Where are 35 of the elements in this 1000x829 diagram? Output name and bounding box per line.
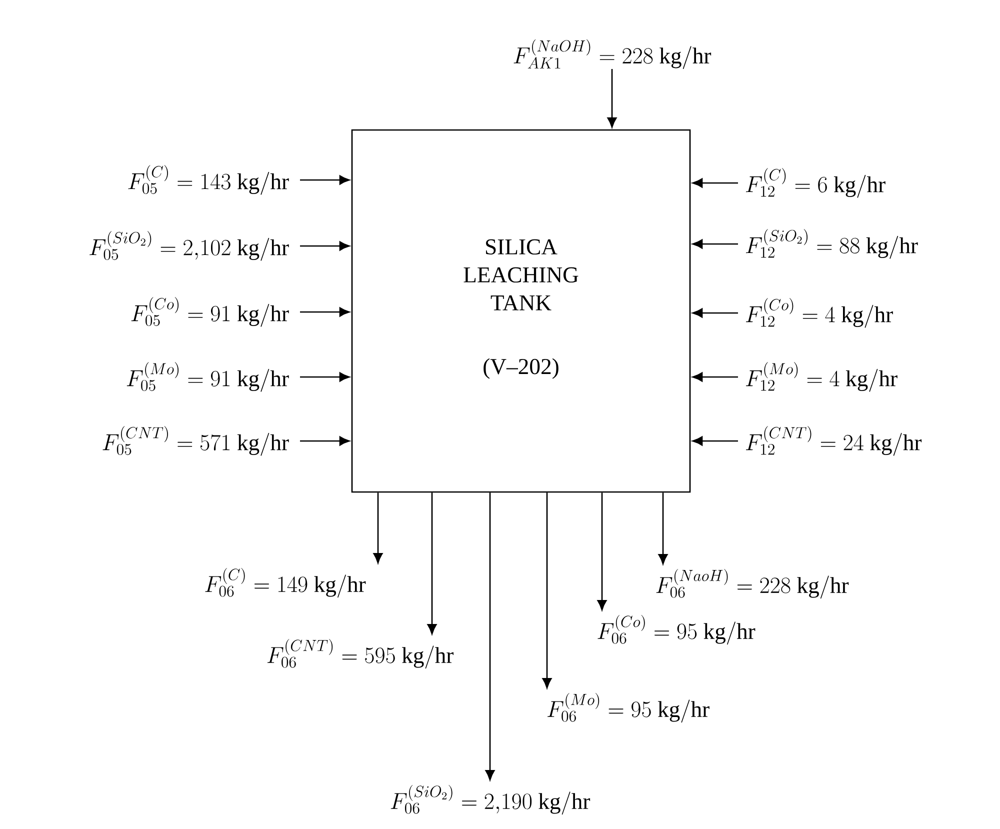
arrow: [373, 492, 383, 564]
arrow: [300, 175, 350, 185]
stream-label: $F_{12}^{(C)} = 6\ \mathrm{kg/hr}$: [746, 168, 886, 198]
arrow: [692, 308, 738, 318]
stream-label: $F_{06}^{(SiO_2)} = 2{,}190\ \mathrm{kg/hr}$: [390, 784, 590, 815]
arrow: [300, 307, 350, 317]
arrow: [692, 436, 738, 446]
arrow: [485, 492, 495, 780]
arrow: [607, 69, 617, 128]
stream-label: $F_{06}^{(C)} = 149\ \mathrm{kg/hr}$: [205, 568, 366, 598]
tank-box: SILICA LEACHING TANK (V–202): [351, 129, 691, 493]
arrow: [692, 239, 738, 249]
arrow: [427, 492, 437, 634]
arrow: [300, 372, 350, 382]
stream-label: $F_{06}^{(NaoH)} = 228\ \mathrm{kg/hr}$: [656, 568, 849, 599]
stream-label: $F_{05}^{(C)} = 143\ \mathrm{kg/hr}$: [128, 165, 289, 195]
stream-label: $F_{12}^{(CNT)} = 24\ \mathrm{kg/hr}$: [746, 426, 922, 456]
arrow: [692, 178, 738, 188]
arrow: [658, 492, 668, 564]
stream-label: $F_{12}^{(SiO_2)} = 88\ \mathrm{kg/hr}$: [746, 229, 918, 259]
stream-label: $F_{06}^{(CNT)} = 595\ \mathrm{kg/hr}$: [267, 638, 454, 669]
stream-label: $F_{05}^{(Mo)} = 91\ \mathrm{kg/hr}$: [126, 362, 289, 392]
stream-label: $F_{12}^{(Co)} = 4\ \mathrm{kg/hr}$: [746, 298, 893, 328]
stream-label: $F_{05}^{(Co)} = 91\ \mathrm{kg/hr}$: [131, 297, 289, 327]
arrow: [300, 241, 350, 251]
arrow: [300, 436, 350, 446]
arrow: [597, 492, 607, 610]
stream-label: $F_{05}^{(SiO_2)} = 2{,}102\ \mathrm{kg/hr}$: [90, 231, 289, 261]
stream-label: $F_{05}^{(CNT)} = 571\ \mathrm{kg/hr}$: [102, 426, 289, 456]
stream-label: $F_{12}^{(Mo)} = 4\ \mathrm{kg/hr}$: [746, 362, 898, 392]
stream-label: $F_{AK1}^{(NaOH)} = 228\ \mathrm{kg/hr}$: [514, 39, 712, 70]
arrow: [542, 492, 552, 688]
stream-label: $F_{06}^{(Mo)} = 95\ \mathrm{kg/hr}$: [547, 692, 710, 723]
stream-label: $F_{06}^{(Co)} = 95\ \mathrm{kg/hr}$: [598, 614, 756, 645]
arrow: [692, 372, 738, 382]
